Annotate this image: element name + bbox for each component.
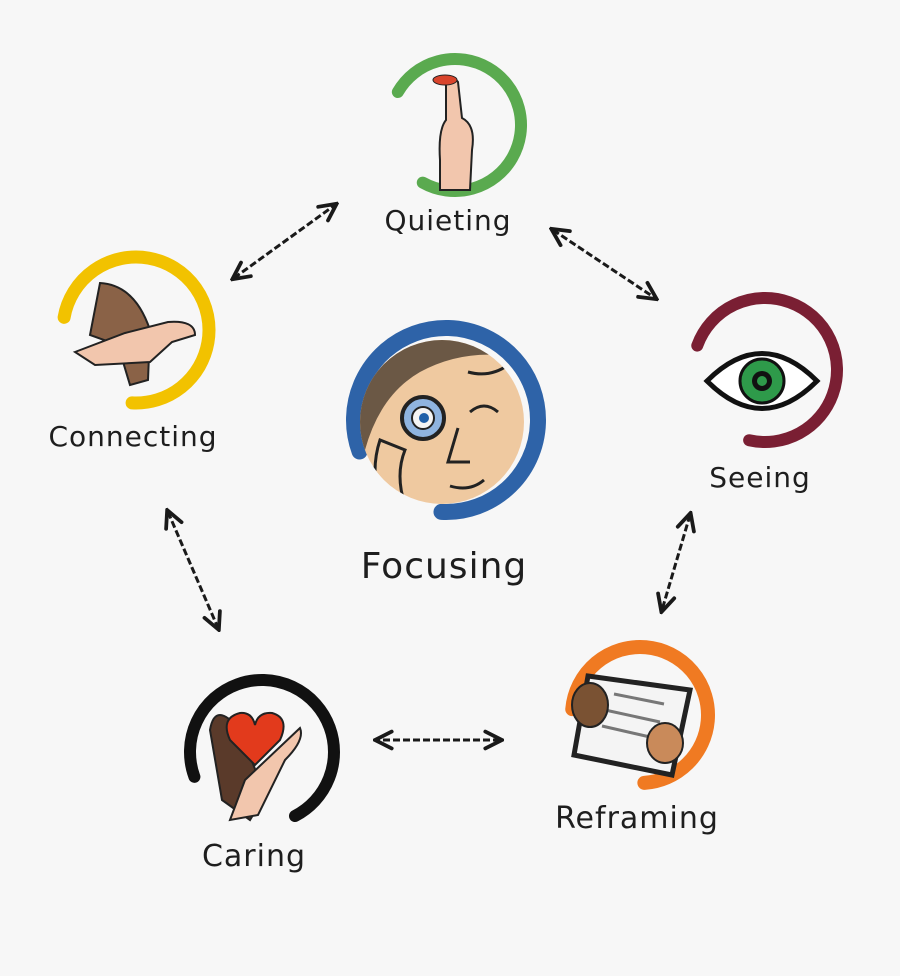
arrow-quieting-seeing (553, 230, 655, 298)
quieting-label: Quieting (384, 204, 511, 237)
eye-icon (703, 351, 821, 411)
caring-ring (184, 673, 340, 830)
seeing-label: Seeing (709, 461, 811, 494)
clasped-hands-icon (72, 281, 197, 387)
focusing-label: Focusing (361, 546, 527, 587)
node-quieting: Quieting (383, 53, 527, 237)
arrow-caring-connecting (168, 512, 218, 628)
connecting-label: Connecting (48, 420, 217, 453)
shush-finger-icon (432, 74, 474, 191)
connector-arrows (168, 205, 690, 740)
seeing-ring (687, 292, 843, 448)
node-connecting: Connecting (48, 250, 217, 453)
reframing-label: Reframing (555, 801, 719, 836)
node-reframing: Reframing (555, 640, 719, 836)
quieting-ring (383, 53, 527, 197)
caring-label: Caring (202, 839, 306, 874)
connecting-ring (56, 250, 216, 410)
arrow-connecting-quieting (234, 205, 335, 278)
focusing-ring (346, 320, 546, 520)
heart-hands-icon (208, 711, 302, 822)
node-seeing: Seeing (687, 292, 843, 494)
node-caring: Caring (184, 673, 340, 874)
picture-frame-icon (571, 673, 694, 778)
node-focusing: Focusing (346, 320, 546, 587)
arrow-seeing-reframing (662, 515, 690, 610)
